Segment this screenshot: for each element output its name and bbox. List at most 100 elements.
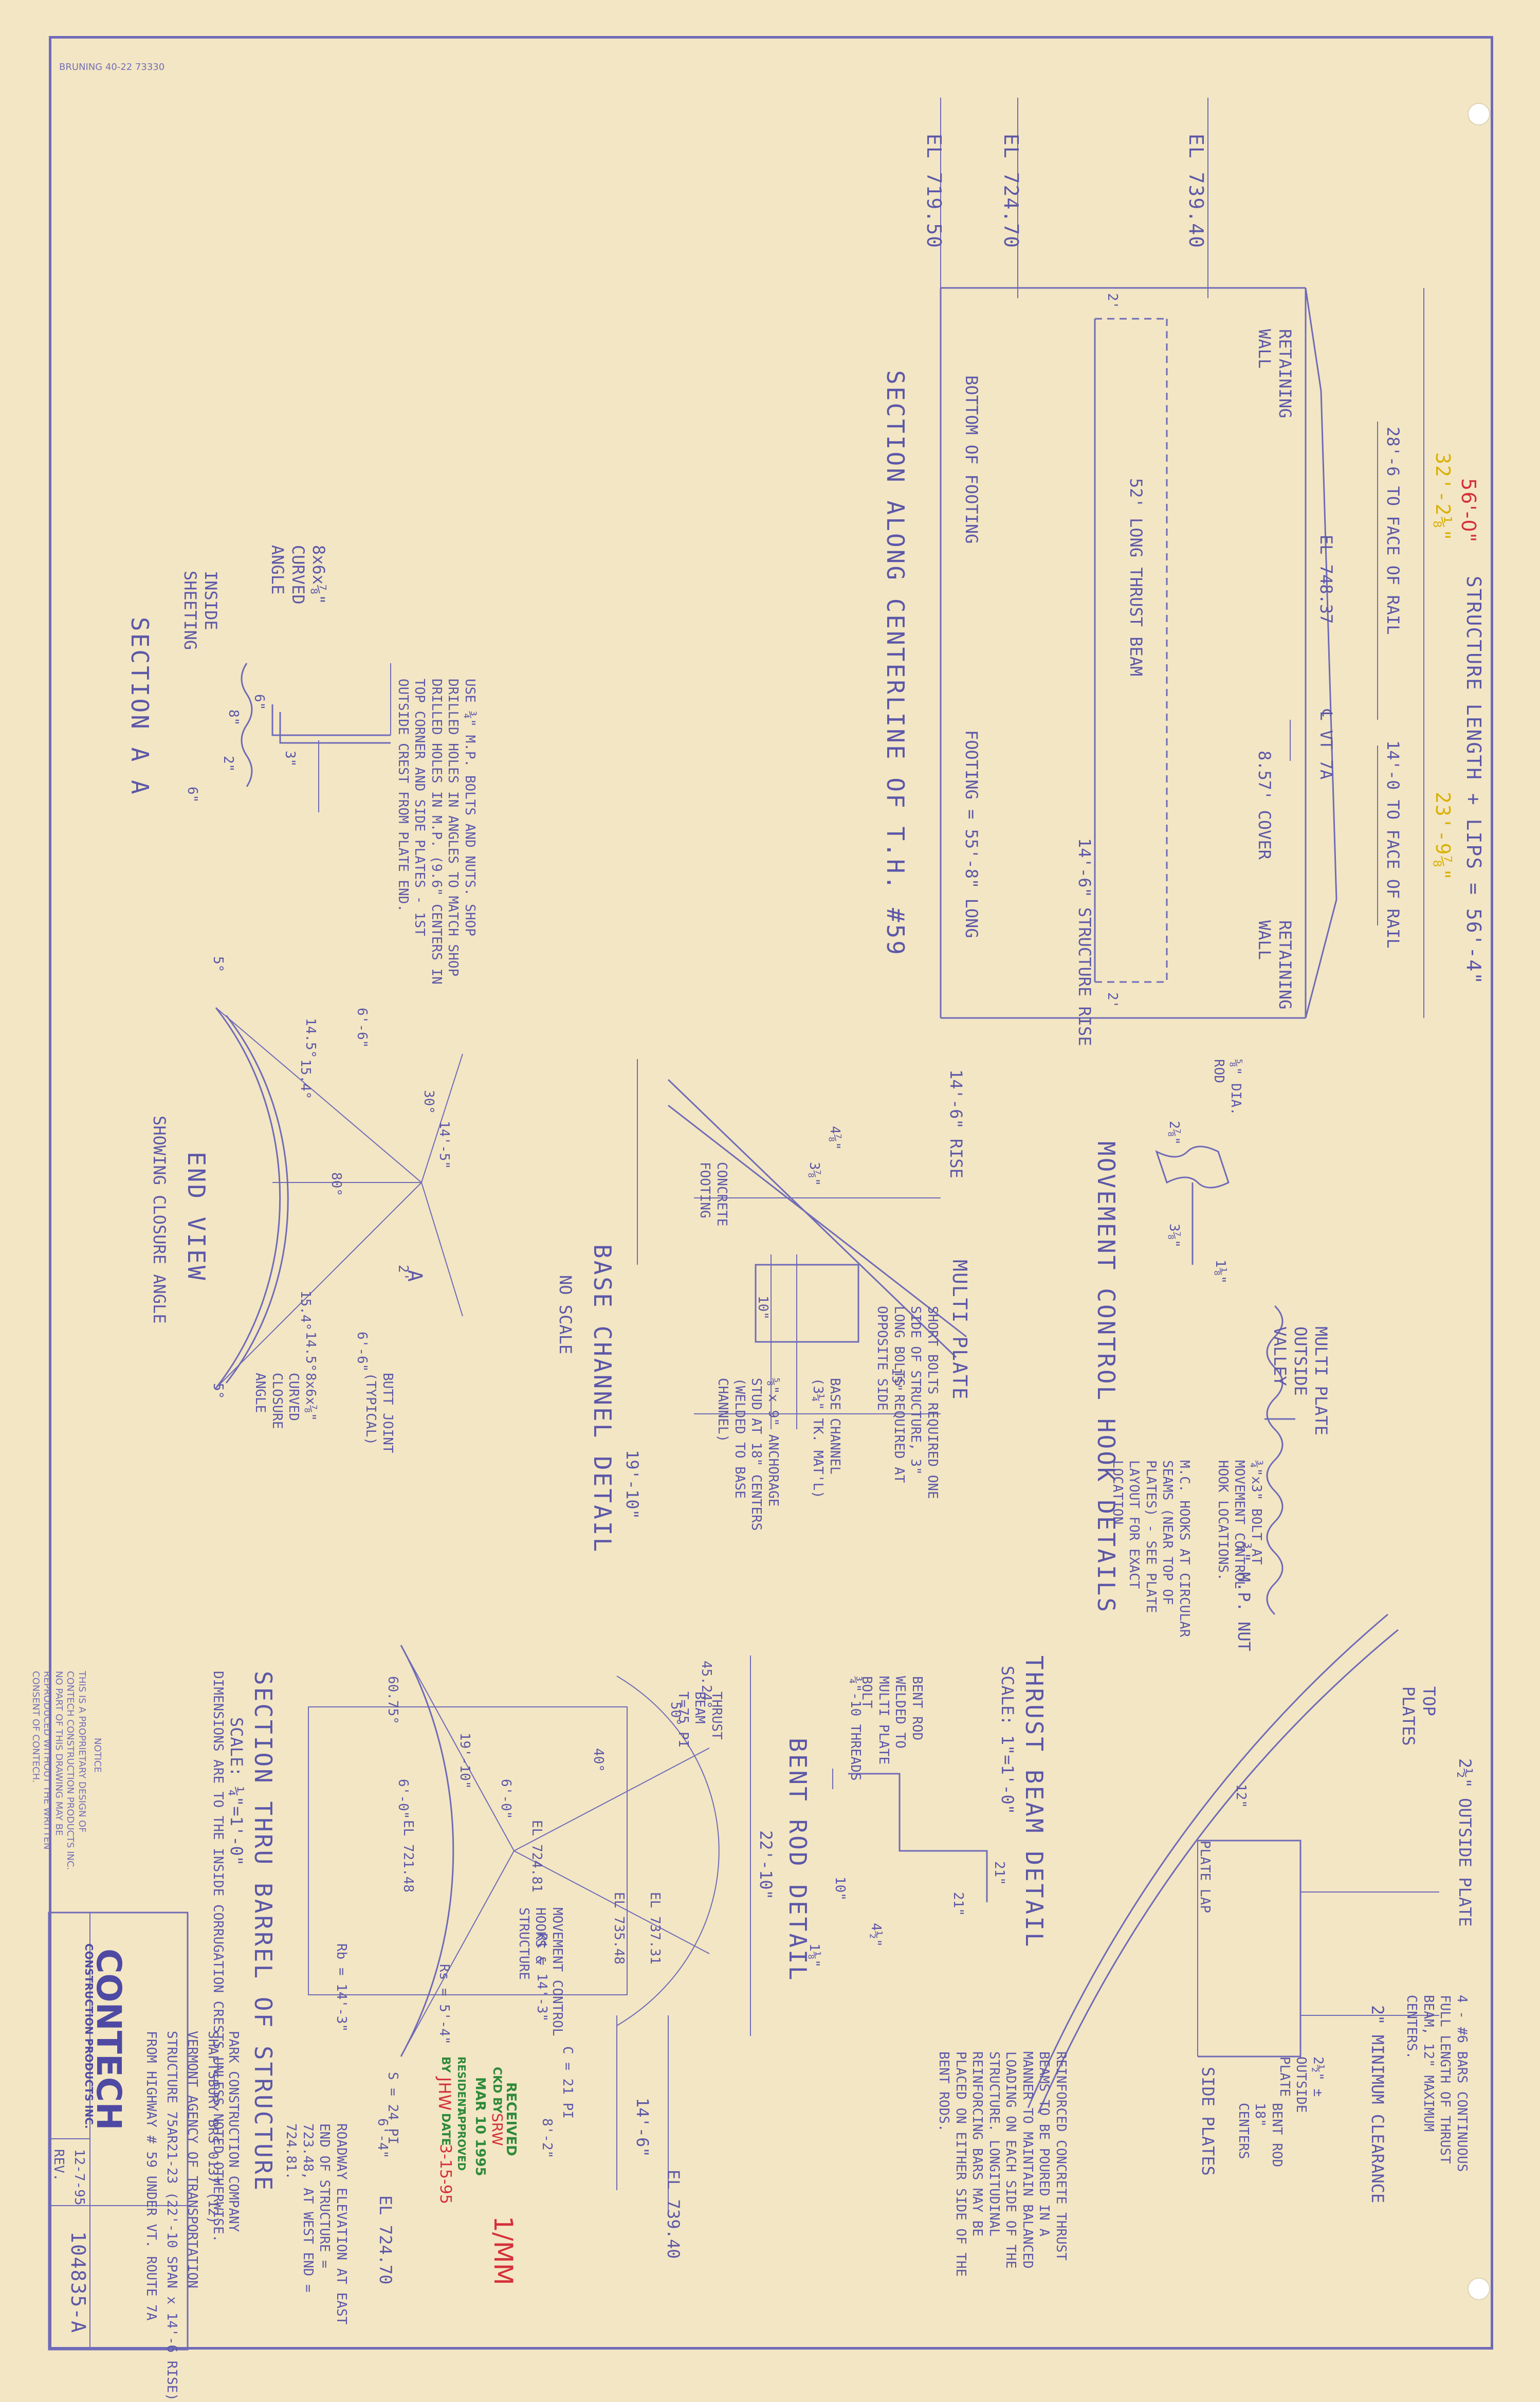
- thrust-beam-label: 52' LONG THRUST BEAM: [1126, 478, 1146, 677]
- drawing-number: 104835-A: [67, 2231, 89, 2334]
- hook-detail-lines: [1155, 1145, 1295, 1615]
- drawing-border: [49, 36, 1493, 2350]
- barrel-el-bottom: EL 724.70: [376, 2195, 395, 2285]
- hook-multi-plate: MULTI PLATE OUTSIDE VALLEY: [1270, 1326, 1331, 1435]
- min-clearance: 2" MINIMUM CLEARANCE: [1368, 2005, 1387, 2204]
- hook-dim-3: 1⅛": [1213, 1260, 1228, 1284]
- barrel-dim-2: 6'-0": [395, 1779, 411, 1819]
- end-view-lines: [215, 1007, 463, 1389]
- plate-lap: PLATE LAP: [1197, 1841, 1213, 1913]
- stamp-date-label: DATE: [439, 2113, 452, 2146]
- end-angle-1: 30°: [421, 1090, 436, 1114]
- end-dim-2: 6'-6": [354, 1332, 370, 1372]
- radius-top: Rt = 14'-3": [534, 1933, 549, 2022]
- radius-side: Rs = 5'-4": [436, 1964, 452, 2045]
- end-angle-5: 15.4°: [298, 1290, 313, 1331]
- barrel-rise: 14'-6": [633, 2098, 652, 2157]
- barrel-elev-3: EL 721.48: [400, 1820, 416, 1893]
- end-angle-6: 14.5°: [303, 1332, 318, 1372]
- inside-sheeting: INSIDE SHEETING: [180, 571, 221, 650]
- bent-rod-dim-2: 10": [832, 1877, 848, 1901]
- bars-note: 4 - #6 BARS CONTINUOUS FULL LENGTH OF TH…: [1404, 1995, 1470, 2172]
- mp-nut: ¾" M.P. NUT: [1234, 1542, 1254, 1651]
- stamp-date-received: MAR 10 1995: [472, 2077, 488, 2176]
- stamp-ckd-by: CKD BY: [490, 2067, 503, 2114]
- bent-rod-threads: ¾"-10 THREADS: [848, 1676, 863, 1781]
- title-date: 12-7-95: [71, 2149, 87, 2206]
- thrust-beam-title: THRUST BEAM DETAIL: [1020, 1655, 1048, 1949]
- barrel-dim-6: 6'-4": [375, 2118, 390, 2159]
- punch-hole-bottom: [1468, 2278, 1490, 2300]
- bent-rod-dim-4: 4½": [868, 1923, 884, 1947]
- section-aa-note: USE ¾" M.P. BOLTS AND NUTS. SHOP DRILLED…: [395, 679, 478, 985]
- stamp-signature: 1/MM: [488, 2216, 518, 2285]
- barrel-span: 22'-10": [756, 1830, 776, 1900]
- top-plates: TOP PLATES: [1399, 1686, 1439, 1746]
- roadway-elevation: ROADWAY ELEVATION AT EAST END OF STRUCTU…: [283, 2123, 350, 2325]
- el-rail: EL 748.37: [1316, 535, 1336, 624]
- barrel-elev-1: EL 737.31: [647, 1892, 663, 1964]
- thrust-beam-scale: SCALE: 1"=1'-0": [998, 1666, 1017, 1814]
- barrel-angle-1: 50°: [668, 1702, 683, 1726]
- dim-2-bottom: 2': [1105, 992, 1120, 1009]
- contech-logo-sub: CONSTRUCTION PRODUCTS INC.: [83, 1943, 95, 2129]
- section-aa-title: SECTION A A: [126, 617, 154, 796]
- section-aa-dim-2: 8": [226, 709, 241, 726]
- dim-right: 23'-9⅞": [1432, 792, 1454, 882]
- end-angle-3: 14.5°: [303, 1018, 318, 1059]
- section-centerline-title: SECTION ALONG CENTERLINE OF T.H. #59: [882, 370, 909, 957]
- stamp-initials: SRW: [489, 2113, 506, 2146]
- notice-title: NOTICE: [92, 1738, 103, 1773]
- title-rev: REV.: [51, 2149, 66, 2181]
- barrel-angle-3: 45.24°: [699, 1661, 714, 1709]
- radius-bottom: Rb = 14'-3": [334, 1943, 349, 2032]
- barrel-title: SECTION THRU BARREL OF STRUCTURE: [249, 1671, 277, 2193]
- title-line-3: VERMONT AGENCY OF TRANSPORTATION: [185, 2031, 200, 2288]
- butt-joint: BUTT JOINT (TYPICAL): [363, 1373, 396, 1453]
- base-dim-c: 15": [889, 1368, 904, 1392]
- bent-rod-dim-3: 1⅛": [806, 1943, 822, 1968]
- bottom-of-footing: BOTTOM OF FOOTING: [962, 375, 981, 544]
- structure-length: STRUCTURE LENGTH + LIPS = 56'-4": [1462, 576, 1485, 986]
- stamp-date-value: 3-15-95: [436, 2144, 454, 2205]
- end-angle-8: 5°: [210, 1383, 226, 1399]
- end-angle-2: 80°: [328, 1172, 344, 1196]
- to-face-left: 28'-6 TO FACE OF RAIL: [1383, 427, 1403, 635]
- end-dim-3: 14'-5": [436, 1121, 452, 1169]
- end-view-title: END VIEW: [182, 1152, 210, 1282]
- base-span: 19'-10": [622, 1450, 642, 1519]
- section-aa-dim-4: 3": [282, 751, 298, 767]
- base-dim-b: 3⅞": [806, 1162, 822, 1186]
- section-centerline-lines: [940, 98, 1424, 1019]
- base-channel-subtitle: NO SCALE: [556, 1275, 575, 1355]
- section-aa-dim-1: 6": [251, 694, 267, 711]
- title-block-lines: [48, 1912, 189, 2351]
- base-dim-d: 10": [755, 1296, 771, 1320]
- base-rise: 14'-6" RISE: [946, 1069, 966, 1178]
- dim-2-top: 2': [1105, 293, 1120, 310]
- footing-length: FOOTING = 55'-8" LONG: [962, 730, 981, 938]
- barrel-dim-1: 6'-0": [498, 1779, 514, 1819]
- thrust-beam-lines: [1027, 1613, 1439, 2114]
- end-angle-4: 15.4°: [298, 1059, 313, 1100]
- structure-rise: 14'-6" STRUCTURE RISE: [1075, 838, 1094, 1046]
- section-aa-dim-3: 2": [221, 756, 236, 772]
- dim-left: 32'-2⅛": [1432, 452, 1454, 542]
- centerline-vt7a: ℄ VT 7A: [1316, 709, 1336, 780]
- barrel-elev-2: EL 735.48: [611, 1892, 627, 1964]
- cover: 8.57' COVER: [1255, 751, 1274, 860]
- closure-angle: 8x6x⅞" CURVED CLOSURE ANGLE: [252, 1373, 319, 1429]
- paper-stamp: BRUNING 40-22 73330: [59, 62, 165, 72]
- barrel-angle-2: 40°: [591, 1748, 606, 1772]
- stamp-resident: RESIDENT: [455, 2057, 468, 2114]
- barrel-el-top: EL 739.40: [664, 2170, 683, 2259]
- elevation-bottom: EL 719.50: [923, 134, 945, 249]
- thrust-dim-1: 21": [992, 1861, 1007, 1885]
- stamp-approved: APPROVED: [455, 2108, 468, 2171]
- multi-plate-label: MULTI PLATE: [948, 1260, 971, 1400]
- base-channel-title: BASE CHANNEL DETAIL: [589, 1244, 616, 1554]
- title-line-5: FROM HIGHWAY # 59 UNDER VT. ROUTE 7A: [143, 2031, 159, 2321]
- dim-total: 56'-0": [1457, 478, 1480, 543]
- barrel-lines: [308, 1645, 751, 2211]
- outside-plate-top: 2½" OUTSIDE PLATE: [1455, 1758, 1475, 1927]
